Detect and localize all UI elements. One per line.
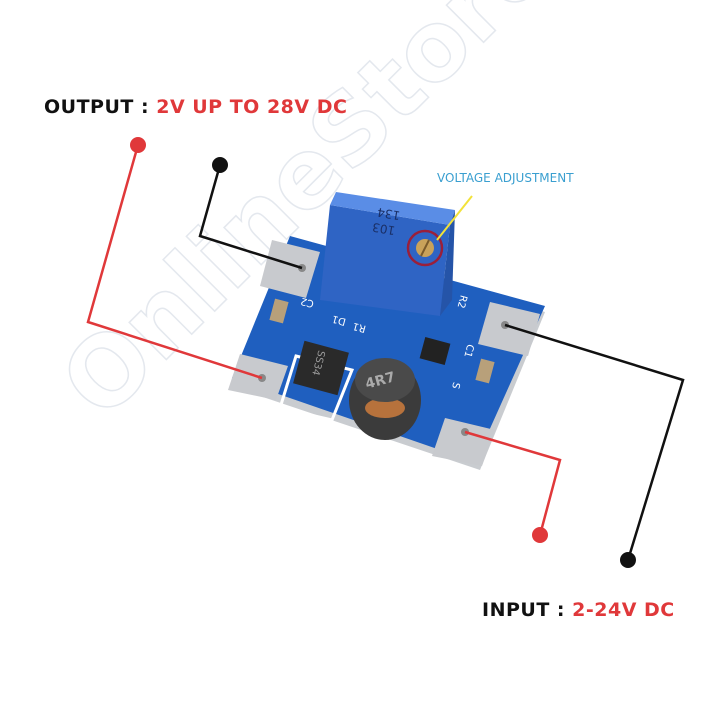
ic-chip <box>419 337 451 365</box>
input-positive-wire <box>464 430 562 536</box>
input-label: INPUT : 2-24V DC <box>482 599 675 621</box>
input-value: 2-24V DC <box>572 599 675 621</box>
output-negative-wire <box>198 164 303 270</box>
output-label: OUTPUT : 2V UP TO 28V DC <box>44 96 347 118</box>
input-title: INPUT <box>482 599 550 621</box>
inductor-marking: 4R7 <box>364 369 397 392</box>
silk-d1: D1 <box>331 313 347 327</box>
voltage-adjustment-label: VOLTAGE ADJUSTMENT <box>437 171 574 185</box>
pad-in-neg <box>478 302 540 356</box>
output-separator: : <box>140 96 150 118</box>
output-positive-wire <box>86 144 263 380</box>
silk-s: S <box>449 381 461 390</box>
potentiometer[interactable]: 134 103 <box>320 192 455 316</box>
output-value: 2V UP TO 28V DC <box>156 96 348 118</box>
pot-marking-code: 103 <box>371 220 396 238</box>
pad-in-pos <box>432 418 495 466</box>
pot-marking-top: 134 <box>376 205 401 223</box>
pcb-board: SS34 4R7 C2 D1 R1 R2 C1 S <box>228 236 545 470</box>
input-negative-dot <box>620 552 636 568</box>
highlight-circle <box>406 229 444 267</box>
input-positive-dot <box>532 527 548 543</box>
input-negative-wire <box>504 323 685 561</box>
output-positive-dot <box>130 137 146 153</box>
output-title: OUTPUT <box>44 96 134 118</box>
silk-c1: C1 <box>461 343 475 359</box>
pointer-line <box>436 195 473 241</box>
silk-r2: R2 <box>455 294 469 310</box>
output-negative-dot <box>212 157 228 173</box>
pad-out-neg <box>260 240 320 298</box>
input-separator: : <box>556 599 566 621</box>
diode-ss34 <box>293 340 349 396</box>
silk-r1: R1 <box>352 320 368 334</box>
silk-c2: C2 <box>300 295 316 309</box>
capacitor-c2 <box>269 298 289 324</box>
capacitor-c1 <box>475 358 495 384</box>
pcb-surface <box>232 236 545 462</box>
